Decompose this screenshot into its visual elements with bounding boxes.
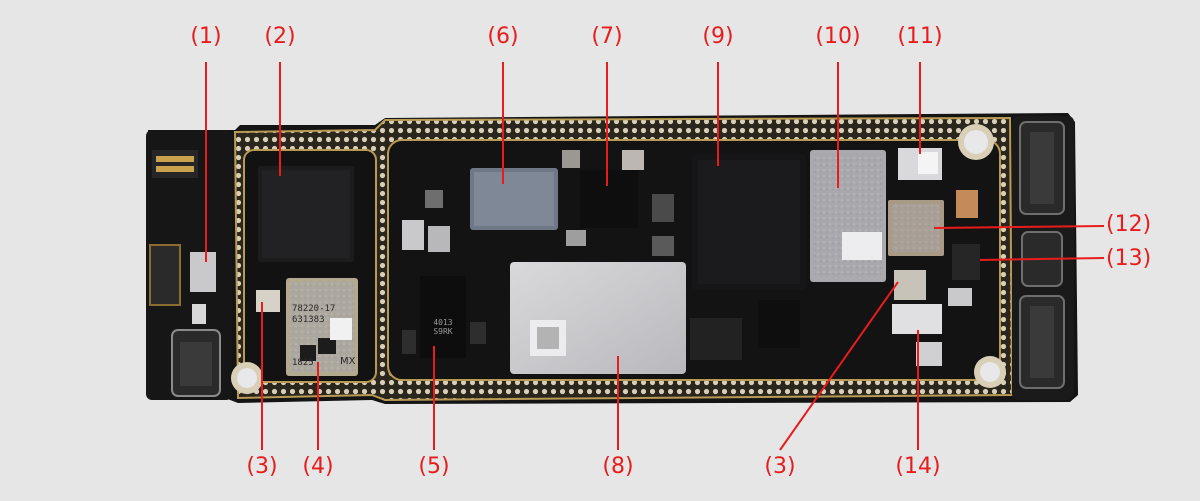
label-10: (10): [815, 24, 861, 49]
label-13: (13): [1106, 246, 1152, 271]
label-9: (9): [702, 24, 734, 49]
label-14: (14): [895, 454, 941, 479]
component-5: [420, 276, 466, 358]
module-marking-date: 1825: [292, 358, 314, 368]
module-marking-line2: 631383: [292, 315, 325, 325]
label-3-right: (3): [764, 454, 796, 479]
component-3-right: [894, 270, 926, 300]
leader-lines: [205, 62, 1105, 451]
component-7: [580, 170, 638, 228]
label-11: (11): [897, 24, 943, 49]
label-5: (5): [418, 454, 450, 479]
ic-marking: 4013 S9RK: [433, 318, 453, 336]
label-2: (2): [264, 24, 296, 49]
module-marking: 78220-17 631383: [292, 304, 335, 326]
module-marking-line1: 78220-17: [292, 304, 336, 314]
label-6: (6): [487, 24, 519, 49]
label-4: (4): [302, 454, 334, 479]
label-7: (7): [591, 24, 623, 49]
component-3-left: [256, 290, 280, 312]
label-3-left: (3): [246, 454, 278, 479]
label-1: (1): [190, 24, 222, 49]
component-1: [190, 252, 216, 292]
label-8: (8): [602, 454, 634, 479]
module-marking-suffix: MX: [340, 356, 356, 367]
component-8: [510, 262, 686, 374]
label-12: (12): [1106, 212, 1152, 237]
component-14: [892, 304, 942, 334]
component-13: [952, 244, 980, 280]
